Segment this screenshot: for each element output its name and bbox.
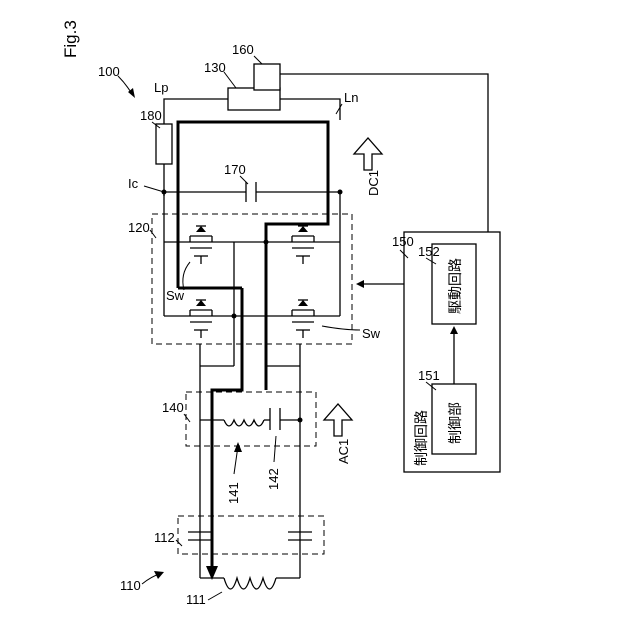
inductor-arrowhead <box>234 442 242 452</box>
filter-inductor <box>224 420 264 426</box>
wire-lp <box>164 99 228 124</box>
filter-leader <box>184 414 190 422</box>
filter-label: 140 <box>162 400 184 415</box>
converter-box <box>152 214 352 344</box>
current-leader <box>144 186 164 192</box>
figure-label: Fig.3 <box>61 20 80 58</box>
source-coil <box>224 578 276 589</box>
control-circuit-title: 制御回路 <box>414 410 430 466</box>
source-coil-leader <box>208 592 222 600</box>
filter-capacitor-leader <box>274 436 276 462</box>
inductor-label: 141 <box>226 482 241 504</box>
switch-lower-right <box>292 300 314 338</box>
fuse-box <box>156 124 172 164</box>
controller-title: 制御部 <box>448 402 464 444</box>
sensor-box <box>228 88 280 110</box>
input-filter-leader <box>176 540 182 546</box>
ln-label: Ln <box>344 90 358 105</box>
switch-label-a: Sw <box>166 288 185 303</box>
switch-upper-left <box>190 226 212 264</box>
input-filter-label: 112 <box>154 530 175 545</box>
switch-leader-a <box>183 262 190 290</box>
sensor-label: 130 <box>204 60 226 75</box>
system-label: 100 <box>98 64 120 79</box>
capacitor-label: 170 <box>224 162 246 177</box>
gate-arrowhead <box>356 280 364 288</box>
switch-lower-left <box>190 300 212 338</box>
drive-circuit-ref: 152 <box>418 244 440 259</box>
controller-ref: 151 <box>418 368 440 383</box>
lp-label: Lp <box>154 80 168 95</box>
converter-leader <box>150 230 156 238</box>
control-circuit-ref: 150 <box>392 234 414 249</box>
detector-leader <box>254 56 262 64</box>
capacitor-leader <box>240 176 248 184</box>
switch-label-b: Sw <box>362 326 381 341</box>
node-mid-right <box>264 240 269 245</box>
converter-label: 120 <box>128 220 150 235</box>
switch-upper-right <box>292 226 314 264</box>
sensor-leader <box>224 72 236 88</box>
filter-capacitor-label: 142 <box>266 468 281 490</box>
detector-box <box>254 64 280 90</box>
dc-flow-label: DC1 <box>366 170 381 196</box>
fuse-label: 180 <box>140 108 162 123</box>
node-filter-right <box>298 418 303 423</box>
source-coil-label: 111 <box>186 592 206 607</box>
switch-leader-b <box>322 326 360 330</box>
current-label: Ic <box>128 176 139 191</box>
detector-label: 160 <box>232 42 254 57</box>
wire-ln <box>280 99 340 120</box>
ln-leader <box>336 104 342 114</box>
dc-flow-arrow <box>354 138 382 170</box>
source-label: 110 <box>120 578 141 593</box>
ac-flow-arrow <box>324 404 352 436</box>
drive-circuit-title: 駆動回路 <box>448 258 464 314</box>
filter-box <box>186 392 316 446</box>
ac-flow-label: AC1 <box>336 439 351 464</box>
